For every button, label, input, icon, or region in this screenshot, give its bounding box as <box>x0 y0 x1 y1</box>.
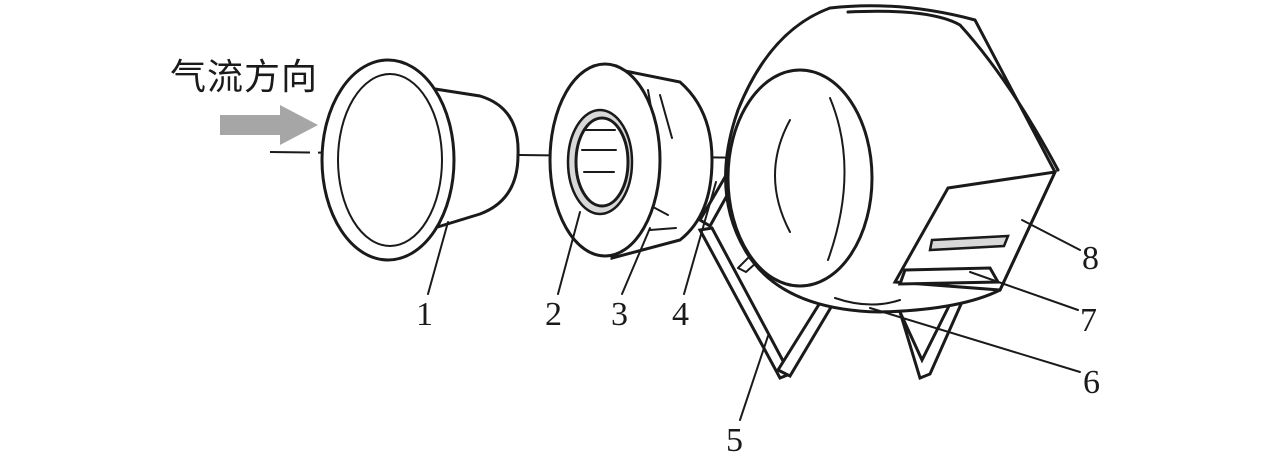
airflow-arrow <box>220 105 318 145</box>
leader-1 <box>427 221 449 295</box>
callout-label-7: 7 <box>1080 302 1097 339</box>
callout-label-5: 5 <box>726 422 743 459</box>
callout-label-6: 6 <box>1083 364 1100 401</box>
inlet-cone <box>320 58 520 262</box>
leader-3 <box>621 227 651 295</box>
callout-label-1: 1 <box>416 296 433 333</box>
leader-8 <box>1021 219 1081 251</box>
volute-housing <box>724 4 1060 314</box>
callout-label-3: 3 <box>611 296 628 333</box>
callout-label-8: 8 <box>1082 240 1099 277</box>
impeller <box>548 62 714 260</box>
callout-label-2: 2 <box>545 296 562 333</box>
leader-7 <box>969 271 1079 311</box>
airflow-direction-label: 气流方向 <box>170 57 319 98</box>
leader-6 <box>869 307 1081 373</box>
callout-leaders <box>427 181 1081 421</box>
callout-label-4: 4 <box>672 296 689 333</box>
leader-4 <box>683 181 717 295</box>
leader-5 <box>739 335 769 421</box>
leader-2 <box>557 211 581 295</box>
